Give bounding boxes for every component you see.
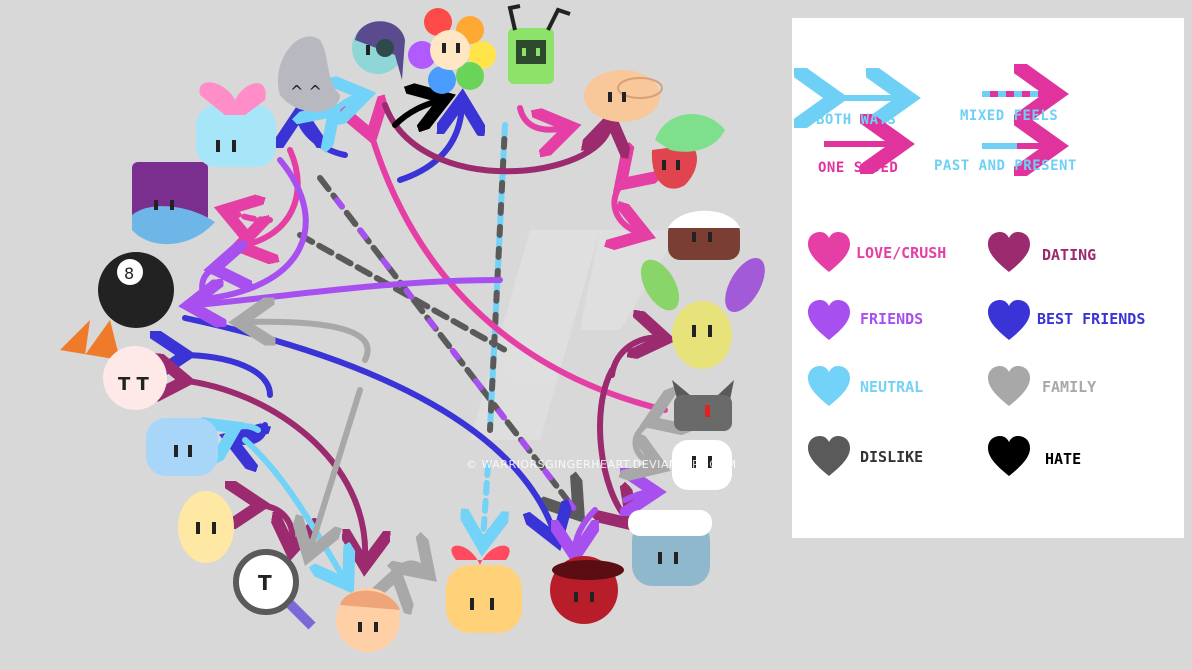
legend-label-past-present: PAST AND PRESENT (934, 158, 1077, 174)
legend-arrows-svg (792, 18, 1184, 218)
svg-text:8: 8 (124, 264, 134, 283)
arrow-friends-4 (575, 507, 595, 550)
arrow-best-4 (300, 118, 348, 158)
legend-family: FAMILY (1042, 378, 1097, 396)
arrows-layer (180, 96, 665, 580)
svg-text:T T: T T (118, 374, 150, 395)
arrow-friends-2 (192, 157, 309, 303)
legend-hate: HATE (1045, 450, 1082, 468)
character-yellow-bow (446, 545, 522, 633)
legend-dislike: DISLIKE (860, 448, 924, 466)
svg-text:T: T (258, 571, 272, 595)
relationship-diagram: ^ ^ (60, 4, 765, 652)
legend-label-both-ways: BOTH WAYS (816, 112, 897, 128)
legend-label-mixed-feels: MIXED FEELS (960, 108, 1059, 124)
character-baby (178, 491, 234, 563)
character-gray-blob: ^ ^ (278, 36, 340, 112)
arrow-love-5 (614, 180, 640, 233)
legend-neutral: NEUTRAL (860, 378, 924, 396)
arrow-dating-1 (382, 102, 610, 175)
arrow-family-1 (245, 322, 371, 363)
character-bunny (640, 257, 765, 369)
arrow-love-3 (230, 212, 273, 220)
arrow-mixed-1 (317, 175, 578, 513)
legend-label-one-sided: ONE SIDED (818, 160, 899, 176)
arrow-dating-4 (600, 367, 628, 520)
heart-icon-friends (808, 300, 850, 340)
arrow-dating-2 (180, 380, 365, 560)
arrow-friends-1 (195, 277, 503, 305)
character-magnifier: T (233, 549, 316, 630)
arrow-friends-5 (625, 492, 650, 500)
arrow-family-3 (395, 563, 425, 580)
watermark-logo (470, 230, 680, 440)
arrow-dating-5 (609, 338, 660, 378)
heart-icon-dating (988, 232, 1030, 272)
character-strawberry (651, 113, 725, 189)
character-boy (336, 588, 400, 652)
arrow-neutral-3 (330, 96, 360, 115)
arrow-neutral-dashed-3 (483, 462, 488, 540)
legend-panel: BOTH WAYS MIXED FEELS ONE SIDED PAST AND… (792, 18, 1184, 538)
arrow-love-1 (370, 130, 668, 413)
character-purple-box (132, 162, 215, 245)
character-flower (408, 8, 496, 94)
arrow-neutral-1 (230, 426, 261, 430)
heart-icon-best-friends (988, 300, 1030, 340)
legend-dating: DATING (1042, 246, 1097, 264)
character-fish: T T (60, 320, 167, 410)
legend-love: LOVE/CRUSH (856, 244, 947, 262)
character-white-cat (672, 440, 732, 490)
character-red-pot (550, 556, 624, 624)
heart-icon-dislike (808, 436, 850, 476)
characters-layer: ^ ^ (60, 4, 765, 652)
character-hat (628, 510, 712, 586)
arrow-love-4 (517, 108, 565, 130)
character-wolf (672, 380, 734, 431)
arrow-family-2 (310, 387, 363, 550)
character-green-robot (507, 4, 571, 84)
character-pink-bow (196, 82, 276, 167)
arrow-best-3 (397, 105, 462, 183)
heart-icon-neutral (808, 366, 850, 406)
character-blue-girl (352, 21, 405, 80)
arrow-family-4 (635, 420, 655, 465)
heart-icon-family (988, 366, 1030, 406)
character-bread (584, 70, 663, 122)
watermark-text: © WARRIORSGINGERHEART.DEVIANTART.COM (466, 458, 737, 471)
character-cake (668, 210, 740, 260)
heart-icon-love (808, 232, 850, 272)
arrow-dating-3 (255, 505, 293, 545)
arrow-friends-3 (199, 268, 220, 298)
arrow-hate-1 (392, 100, 440, 125)
character-8-ball: 8 (98, 252, 174, 328)
legend-best-friends: BEST FRIENDS (1037, 310, 1146, 328)
arrow-dislike-2 (297, 232, 508, 353)
heart-icon-hate (988, 436, 1030, 476)
character-blue-cat (146, 418, 218, 476)
svg-text:^ ^: ^ ^ (290, 82, 322, 101)
legend-friends: FRIENDS (860, 310, 924, 328)
